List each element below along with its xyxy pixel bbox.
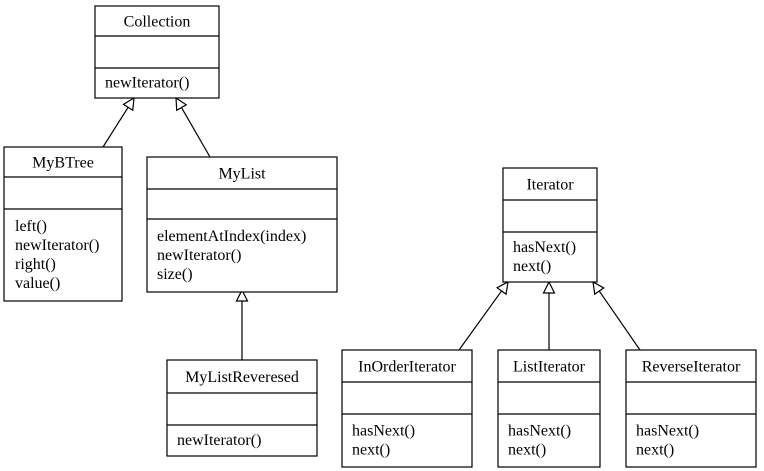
class-box [146, 156, 338, 293]
generalization-inorderiterator-to-iterator [458, 280, 509, 351]
method-label: value() [15, 275, 60, 292]
class-box [3, 146, 123, 302]
class-inorderiterator: InOrderIterator hasNext() next() [341, 349, 473, 468]
class-name: ListIterator [513, 359, 586, 376]
class-name: MyList [218, 166, 266, 183]
method-label: next() [508, 442, 546, 459]
edge-line [102, 106, 129, 148]
class-collection: Collection newIterator() [94, 5, 220, 99]
class-box [502, 167, 598, 283]
class-name: InOrderIterator [358, 359, 456, 376]
method-label: right() [15, 256, 56, 273]
hollow-triangle-arrowhead [495, 280, 509, 296]
class-listiterator: ListIterator hasNext() next() [497, 349, 601, 468]
generalization-mylistreversed-to-mylist [235, 288, 249, 360]
class-box [497, 349, 601, 468]
edge-line [598, 290, 641, 351]
method-label: elementAtIndex(index) [157, 228, 306, 245]
generalization-listiterator-to-iterator [542, 280, 556, 350]
class-iterator: Iterator hasNext() next() [502, 167, 598, 283]
method-label: hasNext() [352, 423, 415, 440]
method-label: size() [157, 266, 193, 283]
edge-line [180, 107, 211, 158]
class-mylist: MyList elementAtIndex(index) newIterator()… [146, 156, 338, 293]
hollow-triangle-arrowhead [235, 288, 249, 302]
method-label: newIterator() [105, 75, 189, 92]
class-box [94, 5, 220, 99]
method-label: newIterator() [177, 432, 261, 449]
generalization-edges [102, 96, 641, 360]
method-label: next() [352, 442, 390, 459]
class-name: ReverseIterator [642, 359, 741, 376]
hollow-triangle-arrowhead [592, 280, 605, 296]
edge-line [458, 290, 503, 351]
method-label: hasNext() [636, 423, 699, 440]
hollow-triangle-arrowhead [175, 96, 188, 112]
class-name: MyListReveresed [185, 369, 299, 386]
class-name: Iterator [526, 177, 574, 194]
class-box [166, 359, 318, 457]
class-name: Collection [124, 14, 191, 31]
generalization-reverseiterator-to-iterator [592, 280, 641, 351]
class-mylistreversed: MyListReveresed newIterator() [166, 359, 318, 457]
class-mybtree: MyBTree left() newIterator() right() value() [3, 146, 123, 302]
method-label: newIterator() [15, 237, 99, 254]
class-boxes: Collection newIterator() MyBTree left() newI… [3, 5, 757, 468]
method-label: next() [513, 258, 551, 275]
class-name: MyBTree [32, 155, 94, 172]
method-label: left() [15, 218, 47, 235]
class-box [625, 349, 757, 468]
method-label: next() [636, 442, 674, 459]
method-label: hasNext() [508, 423, 571, 440]
generalization-mybtree-to-collection [102, 96, 135, 148]
class-box [341, 349, 473, 468]
class-reverseiterator: ReverseIterator hasNext() next() [625, 349, 757, 468]
generalization-mylist-to-collection [175, 96, 211, 158]
method-label: newIterator() [157, 247, 241, 264]
hollow-triangle-arrowhead [542, 280, 556, 294]
method-label: hasNext() [513, 239, 576, 256]
hollow-triangle-arrowhead [122, 96, 135, 112]
